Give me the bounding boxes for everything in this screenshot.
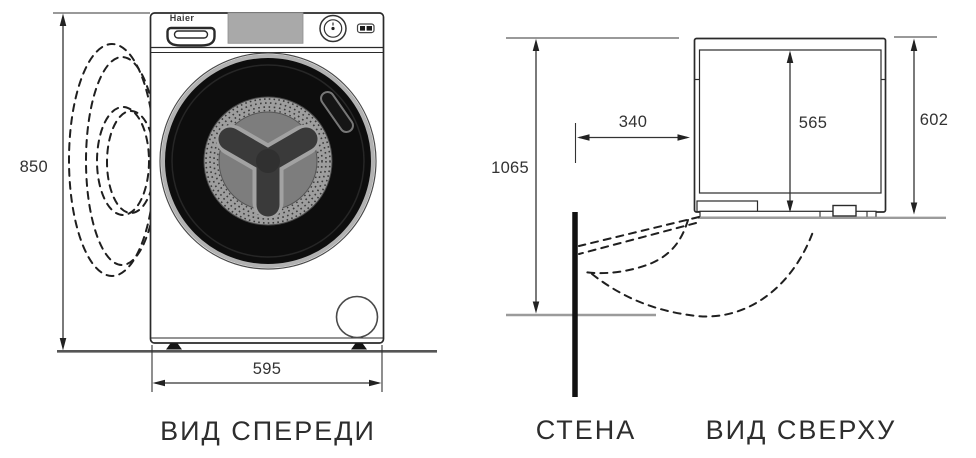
right-foot <box>351 343 367 350</box>
total-depth-dimension-label: 602 <box>920 111 948 129</box>
brand-logo: Haier <box>170 13 195 23</box>
wall-caption: СТЕНА <box>536 415 637 445</box>
width-dimension-label: 595 <box>253 360 281 378</box>
height-dimension-label: 850 <box>20 158 48 176</box>
door-swing-front <box>68 43 159 277</box>
washer-door <box>159 52 377 270</box>
drum-dots-1 <box>205 98 331 224</box>
inner-depth-dimension-label: 565 <box>799 114 827 132</box>
control-knob <box>319 14 347 43</box>
drum-dots-2 <box>209 102 327 220</box>
drum <box>203 96 333 226</box>
open-door-curve <box>583 219 689 275</box>
arrow-up-icon <box>532 38 540 51</box>
arrow-right-icon <box>677 134 690 141</box>
open-door-edge-line <box>578 222 697 255</box>
door-swing-ellipse <box>68 43 156 277</box>
open-door-edge-line <box>578 216 700 247</box>
front-view: 850 Haier <box>20 12 437 446</box>
door-window-swing-ellipse <box>96 106 150 216</box>
knob-center-dot <box>331 26 335 31</box>
door-window-swing-ellipse <box>106 110 156 214</box>
front-view-caption: ВИД СПЕРЕДИ <box>160 416 376 446</box>
arrow-right-icon <box>369 379 382 387</box>
door-outer-edge <box>159 52 377 270</box>
top-view: 1065 340 565 <box>491 36 948 445</box>
button-right <box>366 26 372 31</box>
arrow-up-icon <box>59 13 67 26</box>
front-step-block <box>696 200 759 213</box>
drum-dots-4 <box>216 109 320 213</box>
filter-access-door <box>335 295 379 339</box>
arrow-down-icon <box>532 301 540 314</box>
door-swing-top <box>578 216 815 318</box>
door-inner-rim <box>171 64 365 258</box>
detergent-drawer <box>166 26 216 47</box>
door-open-dimension-label: 340 <box>619 113 647 131</box>
buttons-icon <box>356 23 375 34</box>
arrow-down-icon <box>910 202 918 215</box>
top-door-handle <box>832 204 857 217</box>
spider-center <box>256 149 280 173</box>
top-view-caption: ВИД СВЕРХУ <box>706 415 897 445</box>
button-left <box>360 26 365 31</box>
clearance-dimension-label: 1065 <box>491 159 529 177</box>
arrow-left-icon <box>577 134 590 141</box>
arrow-up-icon <box>910 38 918 51</box>
display-panel <box>227 12 304 44</box>
arrow-up-icon <box>786 50 794 63</box>
door-swing-arc <box>591 228 815 318</box>
arrow-down-icon <box>786 200 794 213</box>
drawer-handle-slot <box>173 30 209 39</box>
arrow-down-icon <box>59 338 67 351</box>
arrow-left-icon <box>152 379 165 387</box>
door-handle <box>320 90 354 134</box>
left-foot <box>166 343 182 350</box>
